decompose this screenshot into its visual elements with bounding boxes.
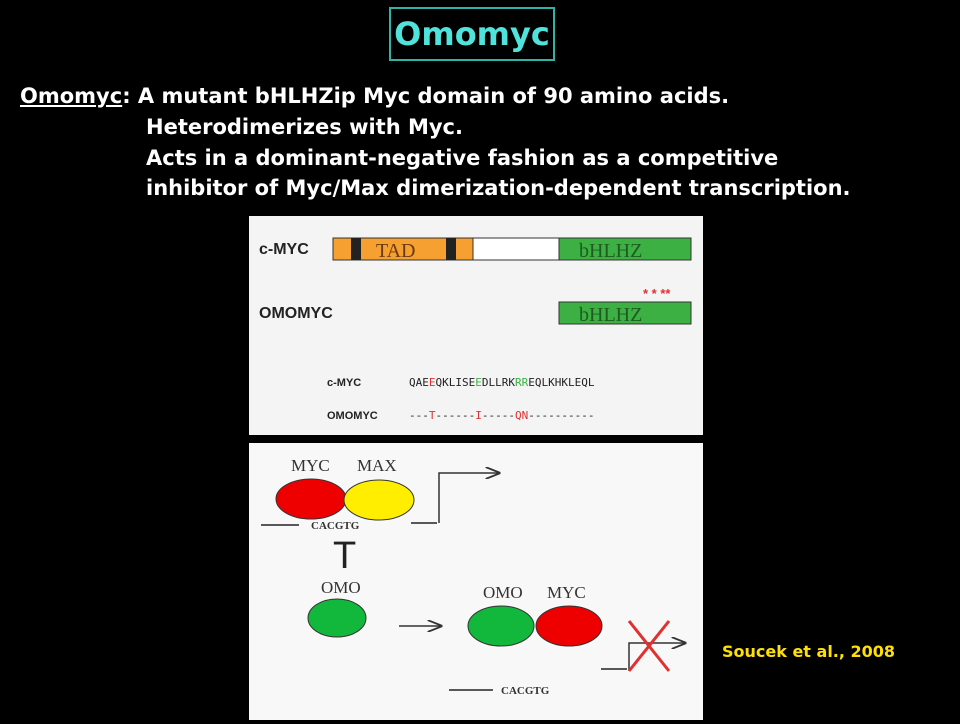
mutation-marks: * * ** <box>643 286 671 301</box>
myc-in-heterodimer <box>535 605 603 647</box>
seq-cmyc-label: c-MYC <box>327 377 361 389</box>
slide-title: Omomyc <box>394 15 550 53</box>
linker-region <box>472 237 560 261</box>
ebox-label-1: CACGTG <box>311 520 360 532</box>
cmyc-bhlhz-region <box>558 237 692 261</box>
max-label: MAX <box>357 456 397 475</box>
block-cross-line-2 <box>627 620 671 672</box>
description-line-3: Acts in a dominant-negative fashion as a… <box>146 146 779 170</box>
transcription-arrow <box>438 473 499 523</box>
description-line-4: inhibitor of Myc/Max dimerization-depend… <box>146 176 851 200</box>
myc-box-1 <box>351 238 361 260</box>
myc-heterodimer-label: MYC <box>547 583 586 602</box>
domain-structure-figure: c-MYC TAD bHLHZ * * ** OMOMYC bHLHZ c-MY… <box>259 237 692 422</box>
seq-cmyc: QAEEQKLISEEDLLRKRREQLKHKLEQL <box>409 376 595 389</box>
omo-label: OMO <box>321 578 361 597</box>
domain-structure-panel: c-MYC TAD bHLHZ * * ** OMOMYC bHLHZ c-MY… <box>249 216 703 435</box>
omomyc-bhlhz-label: bHLHZ <box>579 304 642 326</box>
cmyc-row-label: c-MYC <box>259 241 309 258</box>
ebox-label-2: CACGTG <box>501 685 550 697</box>
mechanism-figure: MYC MAX CACGTG T OMO OMO MYC CACGTG <box>261 456 703 697</box>
myc-box-2 <box>446 238 456 260</box>
myc-label: MYC <box>291 456 330 475</box>
description-text-1: : A mutant bHLHZip Myc domain of 90 amin… <box>122 84 730 108</box>
cmyc-bhlhz-label: bHLHZ <box>579 240 642 262</box>
max-protein <box>343 479 415 521</box>
inhibition-symbol: T <box>333 535 356 577</box>
seq-omomyc-label: OMOMYC <box>327 410 378 422</box>
blocked-transcription-arrow <box>628 643 685 671</box>
citation: Soucek et al., 2008 <box>722 642 896 661</box>
seq-omomyc: ---T------I-----QN---------- <box>409 409 594 422</box>
omo-heterodimer-label: OMO <box>483 583 523 602</box>
tad-label: TAD <box>376 240 416 262</box>
omo-in-heterodimer <box>467 605 535 647</box>
omomyc-bhlhz-region <box>558 301 692 325</box>
omo-protein <box>307 598 367 638</box>
title-box: Omomyc <box>389 7 555 61</box>
myc-protein <box>275 478 347 520</box>
mechanism-panel: MYC MAX CACGTG T OMO OMO MYC CACGTG <box>249 443 703 720</box>
description-line-2: Heterodimerizes with Myc. <box>146 115 463 139</box>
omomyc-term: Omomyc <box>20 84 123 108</box>
description-line-1: Omomyc: A mutant bHLHZip Myc domain of 9… <box>20 84 729 108</box>
omomyc-row-label: OMOMYC <box>259 305 333 322</box>
